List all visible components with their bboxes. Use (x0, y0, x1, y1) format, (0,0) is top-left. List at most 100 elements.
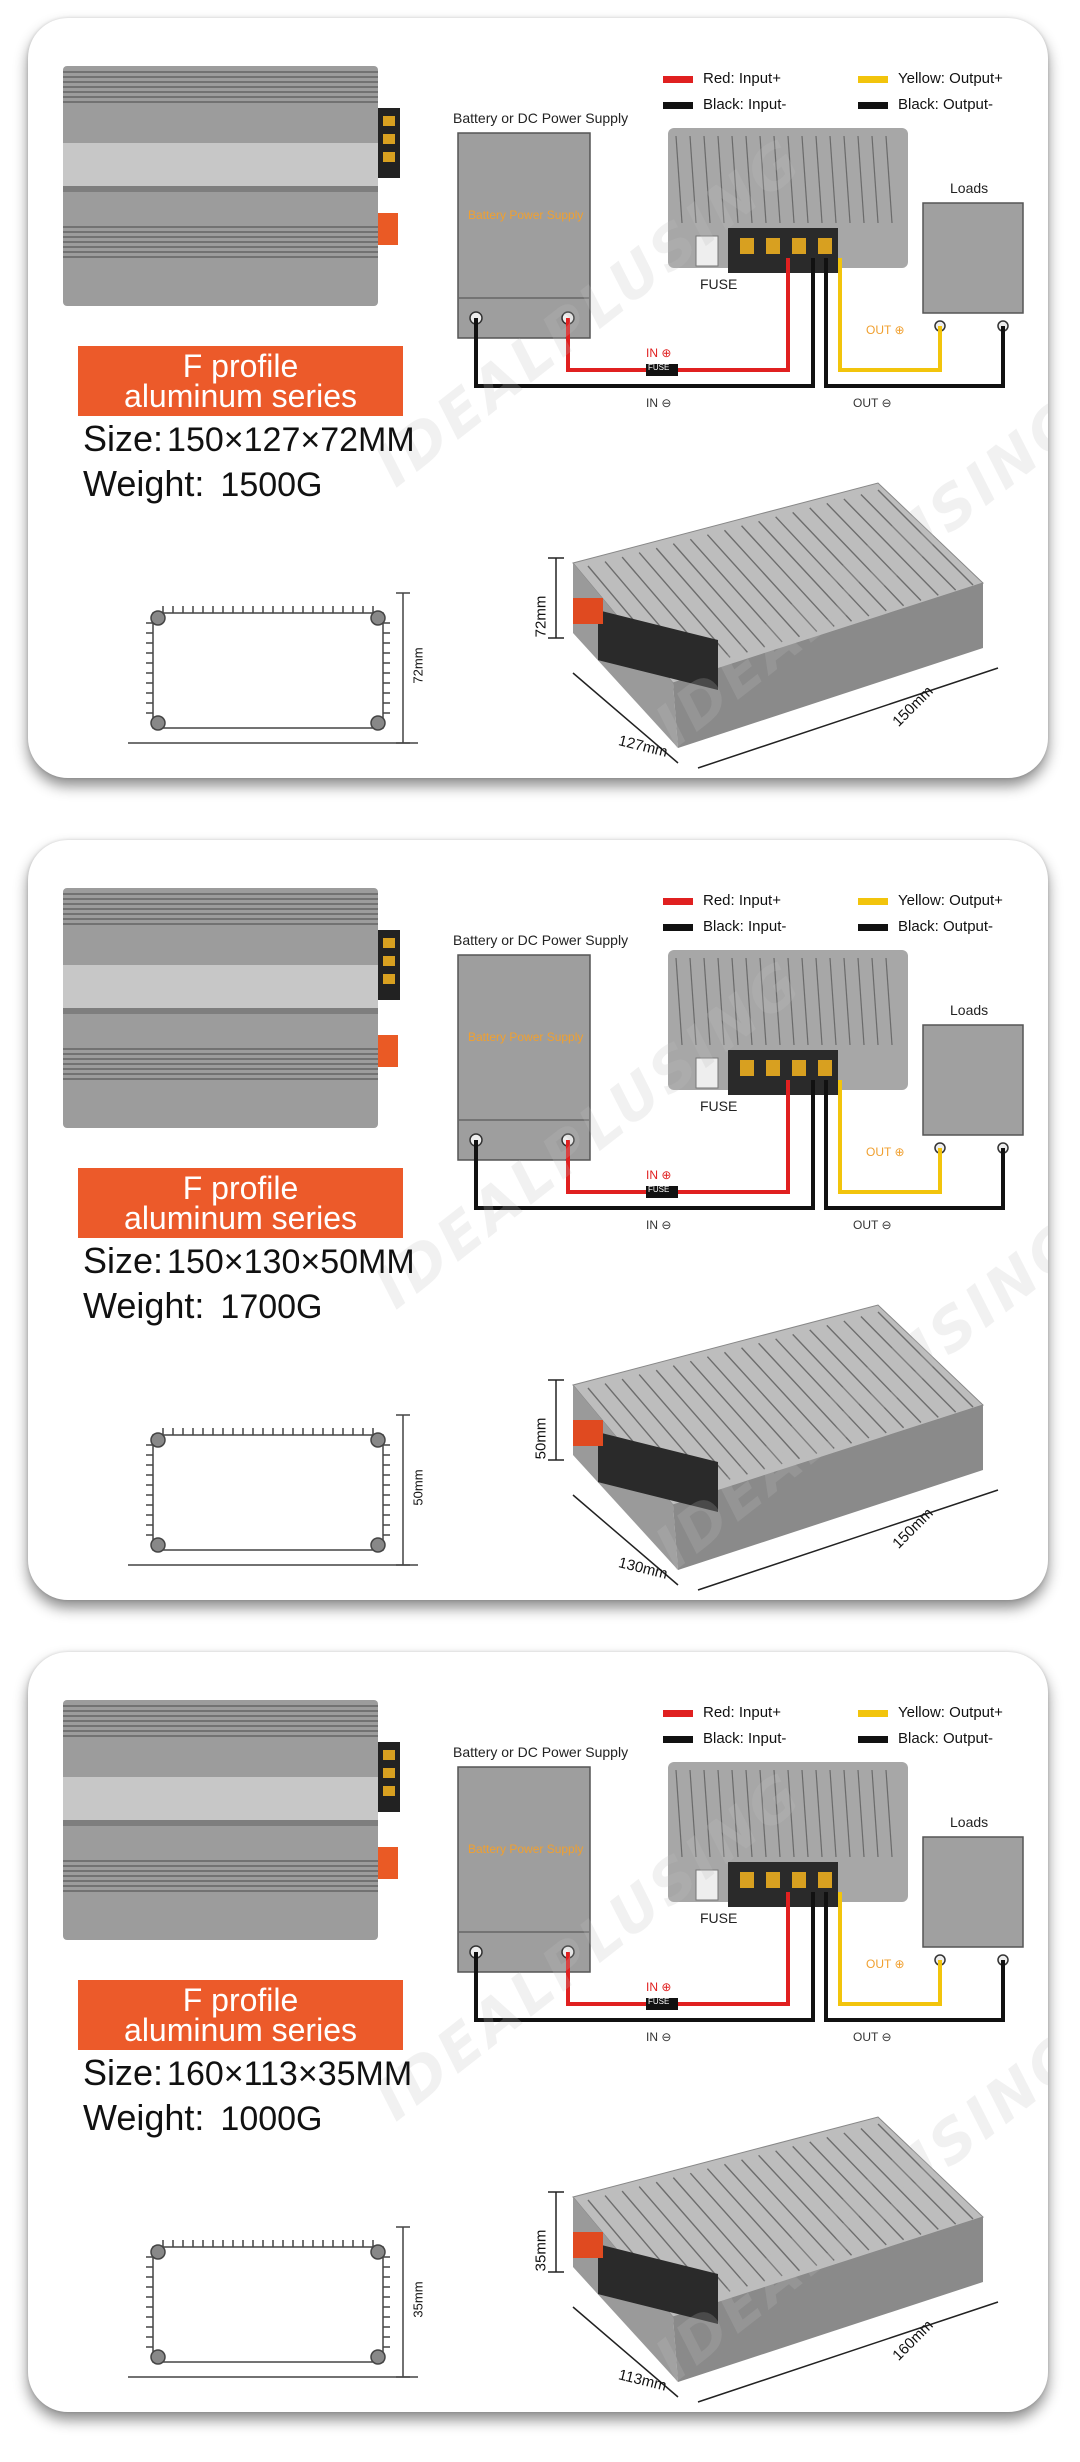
legend-yellow: Yellow: Output+ (858, 1704, 1003, 1721)
card-artwork (63, 66, 1024, 769)
in-minus-label: IN ⊖ (646, 2030, 672, 2044)
converter-diagram (668, 1762, 908, 1907)
battery-box (457, 954, 591, 1161)
out-plus-label: OUT ⊕ (866, 1145, 905, 1159)
wiring (474, 1080, 1005, 1210)
size-value: 150×130×50MM (167, 1243, 415, 1281)
product-card: IDEALPLUSING IDEALPLUSING Red: Input+ Bl… (28, 840, 1048, 1600)
in-plus-label: IN ⊕ (646, 1980, 672, 1994)
wiring (474, 258, 1005, 388)
outline-dim: 50mm (410, 1469, 426, 1506)
product-photo (63, 66, 400, 306)
legend-black-out: Black: Output- (858, 1730, 993, 1747)
weight-value: 1000G (220, 2100, 323, 2138)
in-minus-label: IN ⊖ (646, 1218, 672, 1232)
legend-black-in-label: Black: Input- (703, 96, 787, 113)
weight-label: Weight: (83, 2097, 205, 2138)
red-swatch (663, 897, 693, 905)
black-swatch (663, 1735, 693, 1743)
legend-black-in-label: Black: Input- (703, 1730, 787, 1747)
out-plus-label: OUT ⊕ (866, 1957, 905, 1971)
badge-line1: F profile (182, 1982, 299, 2018)
legend-black-in: Black: Input- (663, 96, 786, 113)
out-minus-label: OUT ⊖ (853, 396, 892, 410)
legend-red-label: Red: Input+ (703, 892, 781, 909)
product-photo (63, 888, 400, 1128)
weight-value: 1500G (220, 466, 323, 504)
converter-diagram (668, 128, 908, 273)
badge-line2: aluminum series (124, 378, 357, 414)
black-swatch (663, 101, 693, 109)
black-swatch (858, 923, 888, 931)
yellow-swatch (858, 1709, 888, 1717)
yellow-swatch (858, 897, 888, 905)
card-artwork (63, 1700, 1024, 2403)
legend-black-out: Black: Output- (858, 918, 993, 935)
supply-inner-label: Battery Power Supply (468, 1842, 584, 1856)
loads-label: Loads (950, 180, 989, 196)
legend-yellow-label: Yellow: Output+ (898, 1704, 1003, 1721)
fuse-label: FUSE (700, 1910, 738, 1926)
in-minus-label: IN ⊖ (646, 396, 672, 410)
legend-black-out: Black: Output- (858, 96, 993, 113)
outline-dim: 72mm (410, 647, 426, 684)
size-label: Size: (83, 1240, 164, 1281)
outline-drawing (128, 592, 418, 744)
size-line: Size:150×130×50MM (83, 1240, 415, 1282)
yellow-swatch (858, 75, 888, 83)
fuse-label: FUSE (700, 1098, 738, 1114)
legend-red-label: Red: Input+ (703, 70, 781, 87)
outline-dim: 35mm (410, 2281, 426, 2318)
dim-height: 35mm (532, 2229, 550, 2272)
weight-line: Weight: 1700G (83, 1285, 323, 1327)
battery-box (457, 1766, 591, 1973)
legend-black-in-label: Black: Input- (703, 918, 787, 935)
size-label: Size: (83, 2052, 164, 2093)
supply-title: Battery or DC Power Supply (453, 1744, 629, 1760)
in-plus-label: IN ⊕ (646, 346, 672, 360)
dim-height: 50mm (532, 1417, 550, 1460)
legend-black-out-label: Black: Output- (898, 1730, 994, 1747)
red-swatch (663, 1709, 693, 1717)
legend-yellow-label: Yellow: Output+ (898, 70, 1003, 87)
series-badge: F profile aluminum series (78, 1980, 403, 2050)
weight-label: Weight: (83, 463, 205, 504)
series-badge: F profile aluminum series (78, 346, 403, 416)
legend-black-out-label: Black: Output- (898, 918, 994, 935)
product-card: IDEALPLUSING IDEALPLUSING Red: Input+ Bl… (28, 1652, 1048, 2412)
legend-yellow: Yellow: Output+ (858, 892, 1003, 909)
black-swatch (858, 1735, 888, 1743)
out-minus-label: OUT ⊖ (853, 1218, 892, 1232)
size-line: Size:150×127×72MM (83, 418, 415, 460)
supply-title: Battery or DC Power Supply (453, 110, 629, 126)
battery-box (457, 132, 591, 339)
fuse-tag: FUSE (648, 363, 670, 372)
wiring (474, 1892, 1005, 2022)
outline-drawing (128, 2226, 418, 2378)
legend-black-out-label: Black: Output- (898, 96, 994, 113)
size-line: Size:160×113×35MM (83, 2052, 412, 2094)
weight-value: 1700G (220, 1288, 323, 1326)
weight-label: Weight: (83, 1285, 205, 1326)
product-photo (63, 1700, 400, 1940)
red-swatch (663, 75, 693, 83)
product-render (548, 482, 999, 769)
out-minus-label: OUT ⊖ (853, 2030, 892, 2044)
badge-line2: aluminum series (124, 2012, 357, 2048)
loads-box (922, 1836, 1024, 1966)
fuse-tag: FUSE (648, 1997, 670, 2006)
supply-inner-label: Battery Power Supply (468, 208, 584, 222)
legend-black-in: Black: Input- (663, 918, 786, 935)
loads-label: Loads (950, 1814, 989, 1830)
loads-box (922, 202, 1024, 332)
weight-line: Weight: 1500G (83, 463, 323, 505)
supply-title: Battery or DC Power Supply (453, 932, 629, 948)
weight-line: Weight: 1000G (83, 2097, 323, 2139)
fuse-label: FUSE (700, 276, 738, 292)
legend-black-in: Black: Input- (663, 1730, 786, 1747)
supply-inner-label: Battery Power Supply (468, 1030, 584, 1044)
out-plus-label: OUT ⊕ (866, 323, 905, 337)
dim-height: 72mm (532, 595, 550, 638)
outline-drawing (128, 1414, 418, 1566)
legend-yellow-label: Yellow: Output+ (898, 892, 1003, 909)
